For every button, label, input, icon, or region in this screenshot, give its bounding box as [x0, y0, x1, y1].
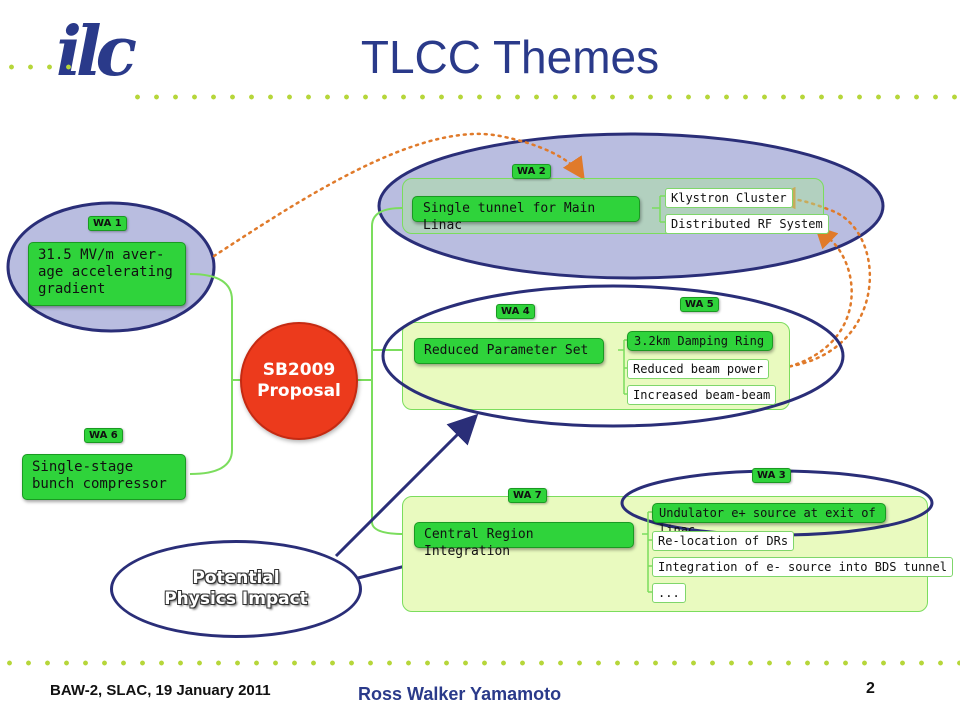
- node-increased-beam-beam[interactable]: Increased beam-beam: [627, 385, 777, 405]
- node-wa7-central-region[interactable]: Central Region Integration: [414, 522, 634, 559]
- connector-right-trunk: [356, 207, 405, 535]
- node-wa6-bunch-compressor[interactable]: Single-stage bunch compressor: [22, 454, 186, 500]
- top-dot-rule: [128, 94, 960, 100]
- node-klystron-cluster[interactable]: Klystron Cluster: [665, 188, 793, 208]
- top-dot-rule: [2, 64, 72, 70]
- ilc-logo: ilc: [56, 12, 137, 92]
- tag-wa3: WA 3: [752, 468, 791, 483]
- node-relocation-of-drs[interactable]: Re-location of DRs: [652, 531, 795, 551]
- node-distributed-rf-system[interactable]: Distributed RF System: [665, 214, 829, 234]
- wa6-line2: bunch compressor: [32, 476, 167, 492]
- node-damping-ring[interactable]: 3.2km Damping Ring: [627, 331, 773, 351]
- bottom-dot-rule: [0, 660, 960, 666]
- callout-line1: Potential: [192, 568, 280, 588]
- dotted-arrow-wa1-to-wa2: [212, 132, 585, 258]
- tag-wa4: WA 4: [496, 304, 535, 319]
- center-node-line1: SB2009: [262, 360, 336, 380]
- tag-wa2: WA 2: [512, 164, 551, 179]
- connector-trunk: [189, 273, 233, 475]
- footer-page-number: 2: [866, 680, 875, 697]
- wa1-line2: age accelerating: [38, 264, 173, 280]
- tag-wa1: WA 1: [88, 216, 127, 231]
- center-node-line2: Proposal: [257, 381, 341, 401]
- node-more-items[interactable]: ...: [652, 583, 686, 603]
- callout-arrow-to-wa4: [334, 413, 479, 558]
- node-reduced-beam-power[interactable]: Reduced beam power: [627, 359, 770, 379]
- node-undulator-e-plus-source[interactable]: Undulator e+ source at exit of linac: [652, 503, 886, 537]
- wa1-line3: gradient: [38, 281, 106, 297]
- node-wa4-reduced-parameter-set[interactable]: Reduced Parameter Set: [414, 338, 604, 364]
- callout-line2: Physics Impact: [164, 589, 308, 609]
- footer-event: BAW-2, SLAC, 19 January 2011: [50, 682, 271, 699]
- footer-author: Ross Walker Yamamoto: [358, 684, 562, 704]
- slide-title: TLCC Themes: [360, 31, 660, 83]
- tag-wa7: WA 7: [508, 488, 547, 503]
- node-integration-e-minus-source[interactable]: Integration of e- source into BDS tunnel: [652, 557, 953, 577]
- wa6-line1: Single-stage: [32, 459, 134, 475]
- wa1-line1: 31.5 MV/m aver-: [38, 247, 165, 263]
- tag-wa6: WA 6: [84, 428, 123, 443]
- node-wa1-gradient[interactable]: 31.5 MV/m aver- age accelerating gradien…: [28, 242, 186, 306]
- node-wa2-single-tunnel[interactable]: Single tunnel for Main Linac: [412, 196, 640, 233]
- tag-wa5: WA 5: [680, 297, 719, 312]
